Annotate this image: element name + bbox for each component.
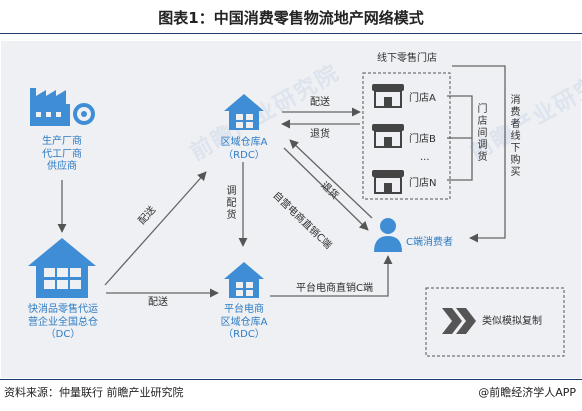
edge-stores-rdc-label: 退货 [310, 129, 330, 140]
dc-warehouse-icon [28, 238, 96, 298]
store-n-label: 门店N [409, 178, 437, 189]
rdc-bottom-label: 平台电商 区域仓库A （RDC） [220, 304, 268, 340]
source-note: 资料来源：仲量联行 前瞻产业研究院 [4, 386, 184, 399]
consumer-icon [374, 218, 402, 252]
offline-stores-title: 线下零售门店 [377, 53, 437, 64]
consumer-return-arrow [289, 139, 373, 219]
similar-mode-icon [442, 308, 476, 334]
diagram-panel [1, 41, 581, 378]
edge-platform-consumer-label: 平台电商直销C端 [296, 283, 373, 294]
dc-label: 快消品零售代运 营企业全国总仓 （DC） [28, 304, 98, 340]
bottom-divider [0, 379, 582, 380]
consumer-label: C端消费者 [406, 237, 453, 248]
store-ellipsis: ··· [420, 155, 430, 166]
edge-offline-purchase-label: 消费者线下购买 [510, 95, 521, 178]
rdc-to-consumer-arrow [283, 147, 369, 231]
chart-title: 图表1：中国消费零售物流地产网络模式 [158, 9, 424, 27]
offline-purchase-arrow [452, 65, 506, 243]
top-divider [0, 33, 582, 34]
edge-dc-rdc-bottom-label: 配送 [148, 297, 168, 308]
rdc-top-label: 区域仓库A （RDC） [220, 137, 268, 161]
dc-to-rdc-top-arrow [104, 171, 207, 286]
rdc-bottom-warehouse-icon [224, 262, 264, 298]
edge-rdc-stores-label: 配送 [310, 97, 330, 108]
offline-stores-box [362, 72, 451, 200]
rdc-top-warehouse-icon [224, 94, 264, 130]
store-a-icon [372, 84, 404, 108]
store-b-label: 门店B [409, 134, 436, 145]
store-b-icon [372, 124, 404, 148]
platform-to-consumer-arrow [270, 255, 393, 297]
edge-store-transfer-label: 门店间调货 [477, 104, 488, 163]
edge-rdc-transfer-label: 调配货 [226, 186, 237, 221]
store-a-label: 门店A [409, 93, 436, 104]
supplier-label: 生产厂商 代工厂商 供应商 [42, 136, 82, 172]
brand-note: @前瞻经济学人APP [478, 386, 576, 399]
factory-icon [30, 88, 95, 126]
similar-mode-box [425, 287, 565, 357]
store-n-icon [372, 170, 404, 194]
similar-mode-label: 类似模拟复制 [482, 316, 542, 327]
